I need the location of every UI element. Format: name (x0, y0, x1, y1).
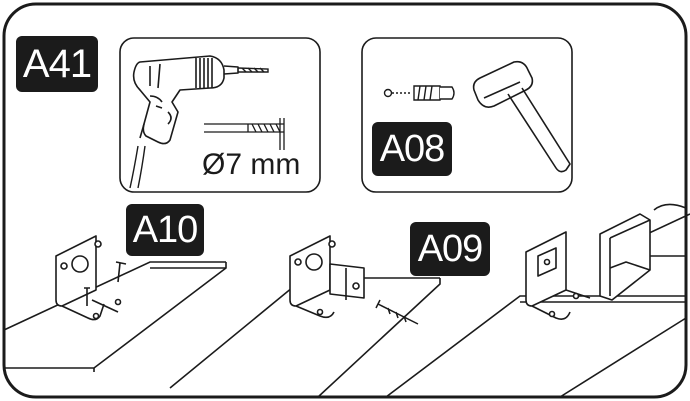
screw-icon (375, 299, 419, 325)
drill-icon (129, 55, 239, 189)
bracket-icon (289, 235, 365, 319)
part-label-a09: A09 (410, 222, 490, 276)
step-label: A41 (16, 36, 98, 92)
part-label-a10: A10 (126, 204, 204, 256)
bracket-cover (599, 213, 651, 301)
bracket-icon (525, 231, 591, 320)
bracket-icon (55, 235, 122, 321)
shelf-planks (3, 203, 690, 398)
drill-diameter-label: Ø7 mm (202, 148, 301, 181)
screw-icon (84, 261, 127, 306)
wall-plug-icon (383, 85, 455, 101)
hammer-part-label: A08 (372, 122, 452, 176)
drill-bit-detail (204, 118, 285, 150)
hammer-icon (472, 60, 571, 173)
drill-bit-icon (237, 67, 269, 73)
